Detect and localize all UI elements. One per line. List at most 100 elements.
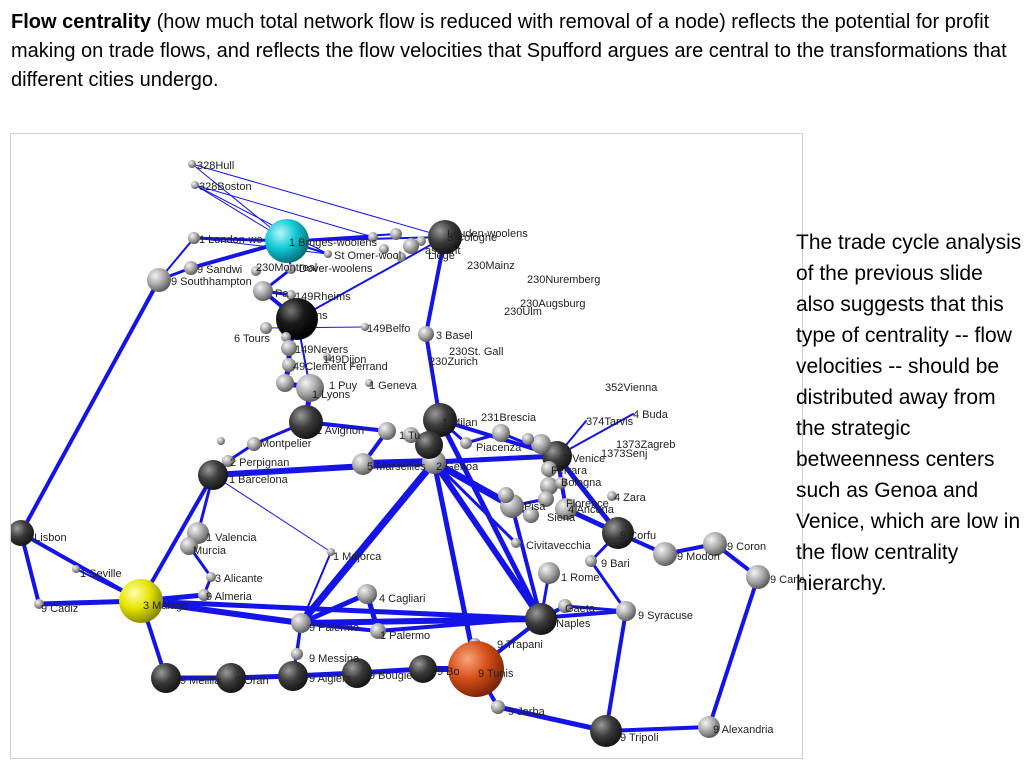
node-bo2 (555, 477, 567, 489)
node-a3 (396, 252, 406, 262)
label-alexandria: 9 Alexandria (713, 724, 774, 736)
label-tours: 6 Tours (234, 333, 270, 345)
label-barcelona: 1 Barcelona (229, 474, 289, 486)
node-omer (324, 250, 332, 258)
node-southampton (147, 268, 171, 292)
node-perpignan (222, 455, 234, 467)
label-siena: Siena (547, 512, 576, 524)
label-naples: 1 Naples (547, 618, 591, 630)
node-t2 (281, 332, 291, 342)
node-seville (72, 565, 80, 573)
label-tu: 1 Tu (399, 430, 420, 442)
node-alexandria (698, 716, 720, 738)
node-coron (703, 532, 727, 556)
label-montreal: 230Montreal (256, 262, 317, 274)
node-tours (260, 322, 272, 334)
node-rome (538, 562, 560, 584)
node-ve2 (531, 434, 551, 454)
edge-boston-a2 (194, 184, 374, 238)
label-perpignan: 2 Perpignan (230, 457, 289, 469)
node-civita (511, 538, 521, 548)
label-valencia: 1 Valencia (206, 532, 257, 544)
label-malaga: 3 Malaga (143, 600, 189, 612)
node-murcia (180, 537, 198, 555)
node-bari (585, 555, 597, 567)
label-bone: 9 Bo (437, 666, 460, 678)
label-majorca: 1 Majorca (333, 551, 382, 563)
node-tunis (448, 641, 504, 697)
node-corfu (602, 517, 634, 549)
label-augsburg: 230Augsburg (520, 298, 585, 310)
node-clermont (282, 358, 296, 372)
label-syracuse: 9 Syracuse (638, 610, 693, 622)
node-siena (523, 507, 539, 523)
node-dover (286, 264, 296, 274)
node-piacenza (460, 437, 472, 449)
node-a2 (368, 232, 378, 242)
label-lyons: 1 Lyons (312, 389, 351, 401)
node-jerba (491, 700, 505, 714)
label-nuremberg: 230Nuremberg (527, 274, 600, 286)
edge-southampton-lisbon (19, 278, 161, 535)
node-belfort (361, 323, 369, 331)
edge-tripoli-syracuse (604, 609, 628, 733)
label-avignon: 1 Avignon (316, 425, 364, 437)
label-civita: Civitavecchia (526, 540, 592, 552)
label-bruges: 1 Bruges-woolens (289, 237, 378, 249)
label-messina: 9 Messina (309, 653, 360, 665)
label-pisa: Pisa (524, 501, 546, 513)
edge-palermoA-cagliari (298, 591, 370, 626)
label-mainz: 230Mainz (467, 260, 515, 272)
node-candia (746, 565, 770, 589)
label-bougie: 9 Bougie (369, 670, 412, 682)
label-rome: 1 Rome (561, 572, 600, 584)
label-bologna: Bologna (561, 477, 602, 489)
label-tarvis: 374Tarvis (586, 416, 634, 428)
edge-palermoA-genoa (297, 458, 438, 627)
edge-hull-cologne (191, 163, 446, 238)
label-buda: 4 Buda (633, 409, 669, 421)
node-marseilles (352, 453, 374, 475)
node-rheims (286, 290, 296, 300)
label-brescia: 231Brescia (481, 412, 537, 424)
edge-tunis-genoa (431, 459, 479, 672)
label-ferrara: Ferrara (551, 465, 588, 477)
node-gaeta (558, 599, 572, 613)
node-tripoli (590, 715, 622, 747)
label-corfu: 9 Corfu (620, 530, 656, 542)
edge-syracuse-gaeta (563, 604, 628, 613)
label-cagliari: 4 Cagliari (379, 593, 425, 605)
node-pi2 (498, 487, 514, 503)
label-milan: 1 Milan (442, 417, 477, 429)
node-basel (418, 326, 434, 342)
edge-naples-genoa (431, 459, 544, 622)
edge-majorca-palermoA (300, 551, 332, 624)
node-dijon (323, 353, 331, 361)
label-rheims: 149Rheims (295, 291, 351, 303)
label-tripoli: 9 Tripoli (620, 732, 659, 744)
node-cagliari (357, 584, 377, 604)
edge-alexandria-candia (707, 575, 760, 729)
node-zara (607, 491, 617, 501)
node-nevers (281, 340, 297, 356)
node-messina (291, 648, 303, 660)
intro-title: Flow centrality (11, 11, 152, 33)
nodes-layer (11, 160, 770, 747)
label-bari: 9 Bari (601, 558, 630, 570)
node-paris (253, 281, 273, 301)
node-algiers (278, 661, 308, 691)
edge-genoa-civita (432, 460, 518, 545)
label-nevers: 149Nevers (295, 344, 349, 356)
node-florence (538, 491, 554, 507)
label-seville: 1 Seville (80, 568, 122, 580)
node-bougie (342, 658, 372, 688)
node-majorca (327, 548, 335, 556)
label-basel: 3 Basel (436, 330, 473, 342)
edge-corfu-venice (554, 453, 621, 536)
node-alicante (206, 572, 216, 582)
label-modon: 9 Modon (677, 551, 720, 563)
node-a1 (390, 228, 402, 240)
